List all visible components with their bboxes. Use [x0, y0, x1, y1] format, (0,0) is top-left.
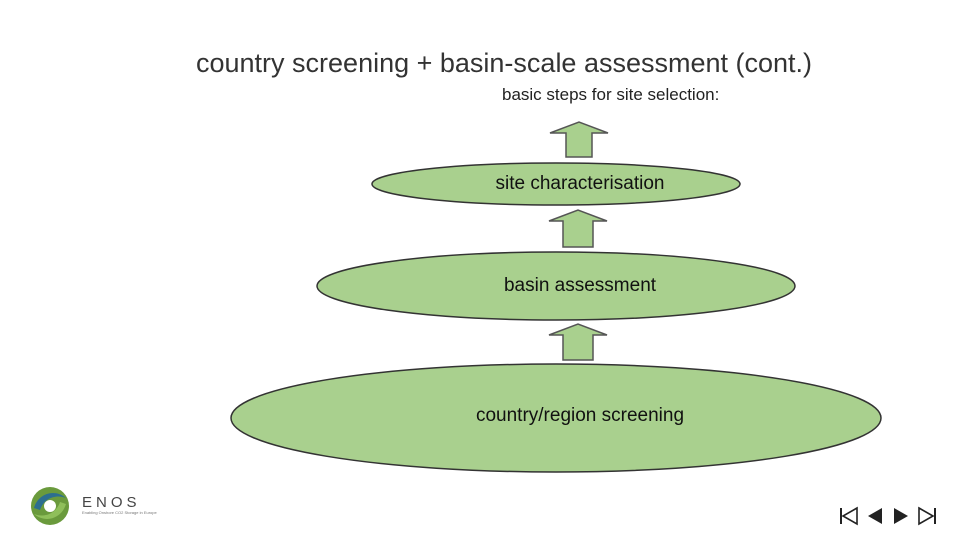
- stage-ellipse-site-characterisation: [371, 162, 741, 206]
- stage-label-country-screening: country/region screening: [475, 405, 685, 426]
- stage-label-site-characterisation: site characterisation: [495, 173, 665, 194]
- previous-slide-icon[interactable]: [864, 505, 886, 527]
- logo-mark-icon: [31, 487, 69, 525]
- logo-tagline: Enabling Onshore CO2 Storage in Europe: [82, 510, 157, 515]
- stage-ellipse-basin-assessment: [316, 251, 796, 321]
- first-slide-icon[interactable]: [838, 505, 860, 527]
- stage-ellipse-country-screening: [230, 363, 882, 473]
- next-slide-icon[interactable]: [890, 505, 912, 527]
- last-slide-icon[interactable]: [916, 505, 938, 527]
- arrow-up-icon: [549, 121, 609, 158]
- arrow-up-icon: [548, 209, 608, 248]
- enos-logo: [31, 487, 69, 525]
- slide-title: country screening + basin-scale assessme…: [196, 48, 813, 78]
- logo-wordmark: ENOS: [82, 494, 141, 511]
- arrow-up-icon: [548, 323, 608, 361]
- slide-subtitle: basic steps for site selection:: [502, 85, 720, 104]
- stage-label-basin-assessment: basin assessment: [503, 275, 657, 296]
